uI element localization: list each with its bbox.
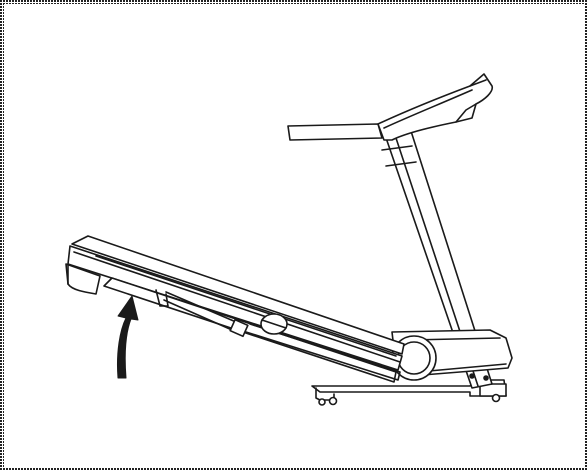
console-handlebar	[287, 73, 494, 141]
running-deck	[65, 235, 405, 383]
base-frame	[311, 379, 507, 406]
latch-knob	[260, 313, 288, 335]
motor-hood	[391, 329, 513, 381]
lift-strut	[155, 289, 401, 381]
curved-up-arrow-icon	[117, 295, 139, 379]
